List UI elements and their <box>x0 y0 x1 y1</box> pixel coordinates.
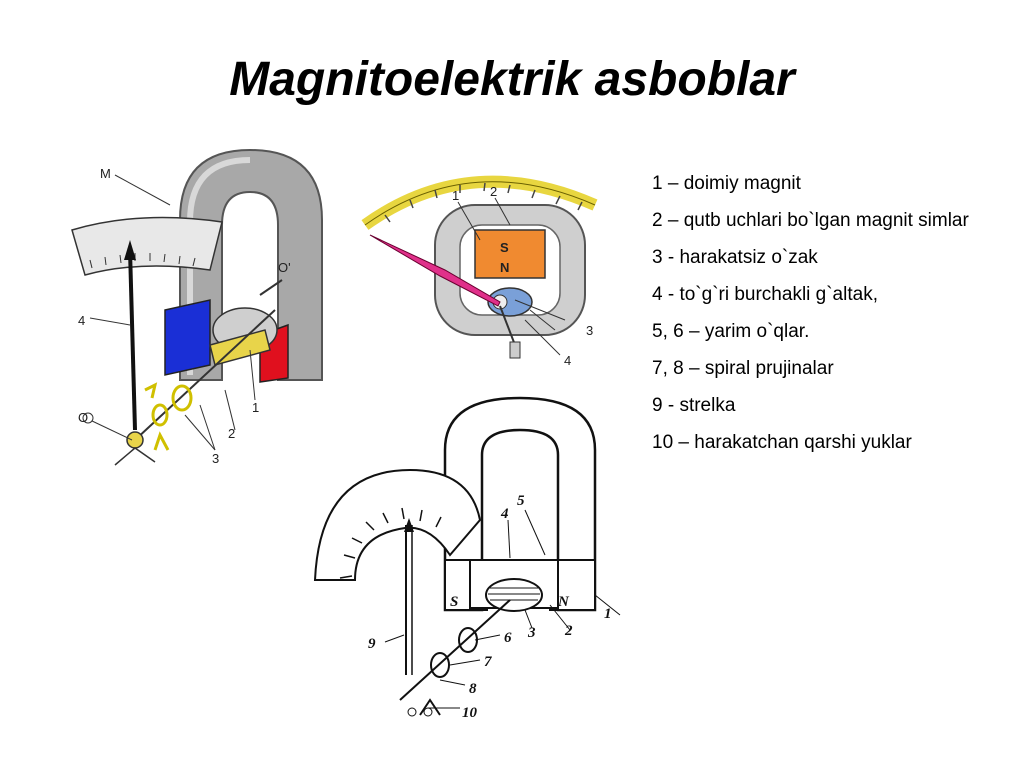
label-3: 3 <box>212 451 219 466</box>
spring-7 <box>458 627 478 653</box>
figure-left-illustration: M O' 4 1 2 3 O <box>71 148 323 466</box>
label-10: 10 <box>462 705 478 721</box>
legend-item-4: 4 - to`g`ri burchakli g`altak, <box>652 284 878 305</box>
legend-item-3: 3 - harakatsiz o`zak <box>652 247 818 268</box>
label-2: 2 <box>490 184 497 199</box>
spring-lower <box>151 403 169 427</box>
core-orange <box>474 229 546 279</box>
spring-upper <box>171 384 193 412</box>
label-o: O <box>78 410 88 425</box>
label-9: 9 <box>368 636 376 652</box>
label-2: 2 <box>564 623 573 639</box>
scale-outline <box>313 468 482 581</box>
legend-item-2: 2 – qutb uchlari bo`lgan magnit simlar <box>652 210 969 231</box>
label-4: 4 <box>564 353 571 368</box>
label-s: S <box>450 594 458 610</box>
figure-top-illustration: S N 1 2 3 4 <box>361 175 598 368</box>
label-n: N <box>557 594 570 610</box>
label-s: S <box>500 240 509 255</box>
label-4: 4 <box>500 506 509 522</box>
label-5: 5 <box>517 493 525 509</box>
spring-8 <box>430 652 450 678</box>
pointer-pink <box>369 234 501 307</box>
legend-item-6: 7, 8 – spiral prujinalar <box>652 358 834 379</box>
label-7: 7 <box>484 654 492 670</box>
legend-item-8: 10 – harakatchan qarshi yuklar <box>652 432 912 453</box>
label-o-prime: O' <box>278 260 291 275</box>
scale-plate <box>71 216 223 276</box>
label-3: 3 <box>586 323 593 338</box>
label-1: 1 <box>604 606 612 622</box>
label-6: 6 <box>504 630 512 646</box>
label-1: 1 <box>452 188 459 203</box>
figure-bottom-illustration: S N 5 4 1 2 3 6 7 8 9 10 <box>313 396 621 721</box>
legend-item-1: 1 – doimiy magnit <box>652 173 801 194</box>
label-2: 2 <box>228 426 235 441</box>
label-4: 4 <box>78 313 85 328</box>
pole-blue <box>164 299 211 376</box>
label-m: M <box>100 166 111 181</box>
legend-list: 1 – doimiy magnit 2 – qutb uchlari bo`lg… <box>652 172 1002 468</box>
label-1: 1 <box>252 400 259 415</box>
legend-item-7: 9 - strelka <box>652 395 736 416</box>
legend-item-5: 5, 6 – yarim o`qlar. <box>652 321 810 342</box>
label-n: N <box>500 260 509 275</box>
pointer <box>128 249 137 431</box>
slide-title: Magnitoelektrik asboblar <box>229 53 795 106</box>
label-8: 8 <box>469 681 477 697</box>
horseshoe-outline <box>443 396 597 612</box>
label-3: 3 <box>527 625 536 641</box>
